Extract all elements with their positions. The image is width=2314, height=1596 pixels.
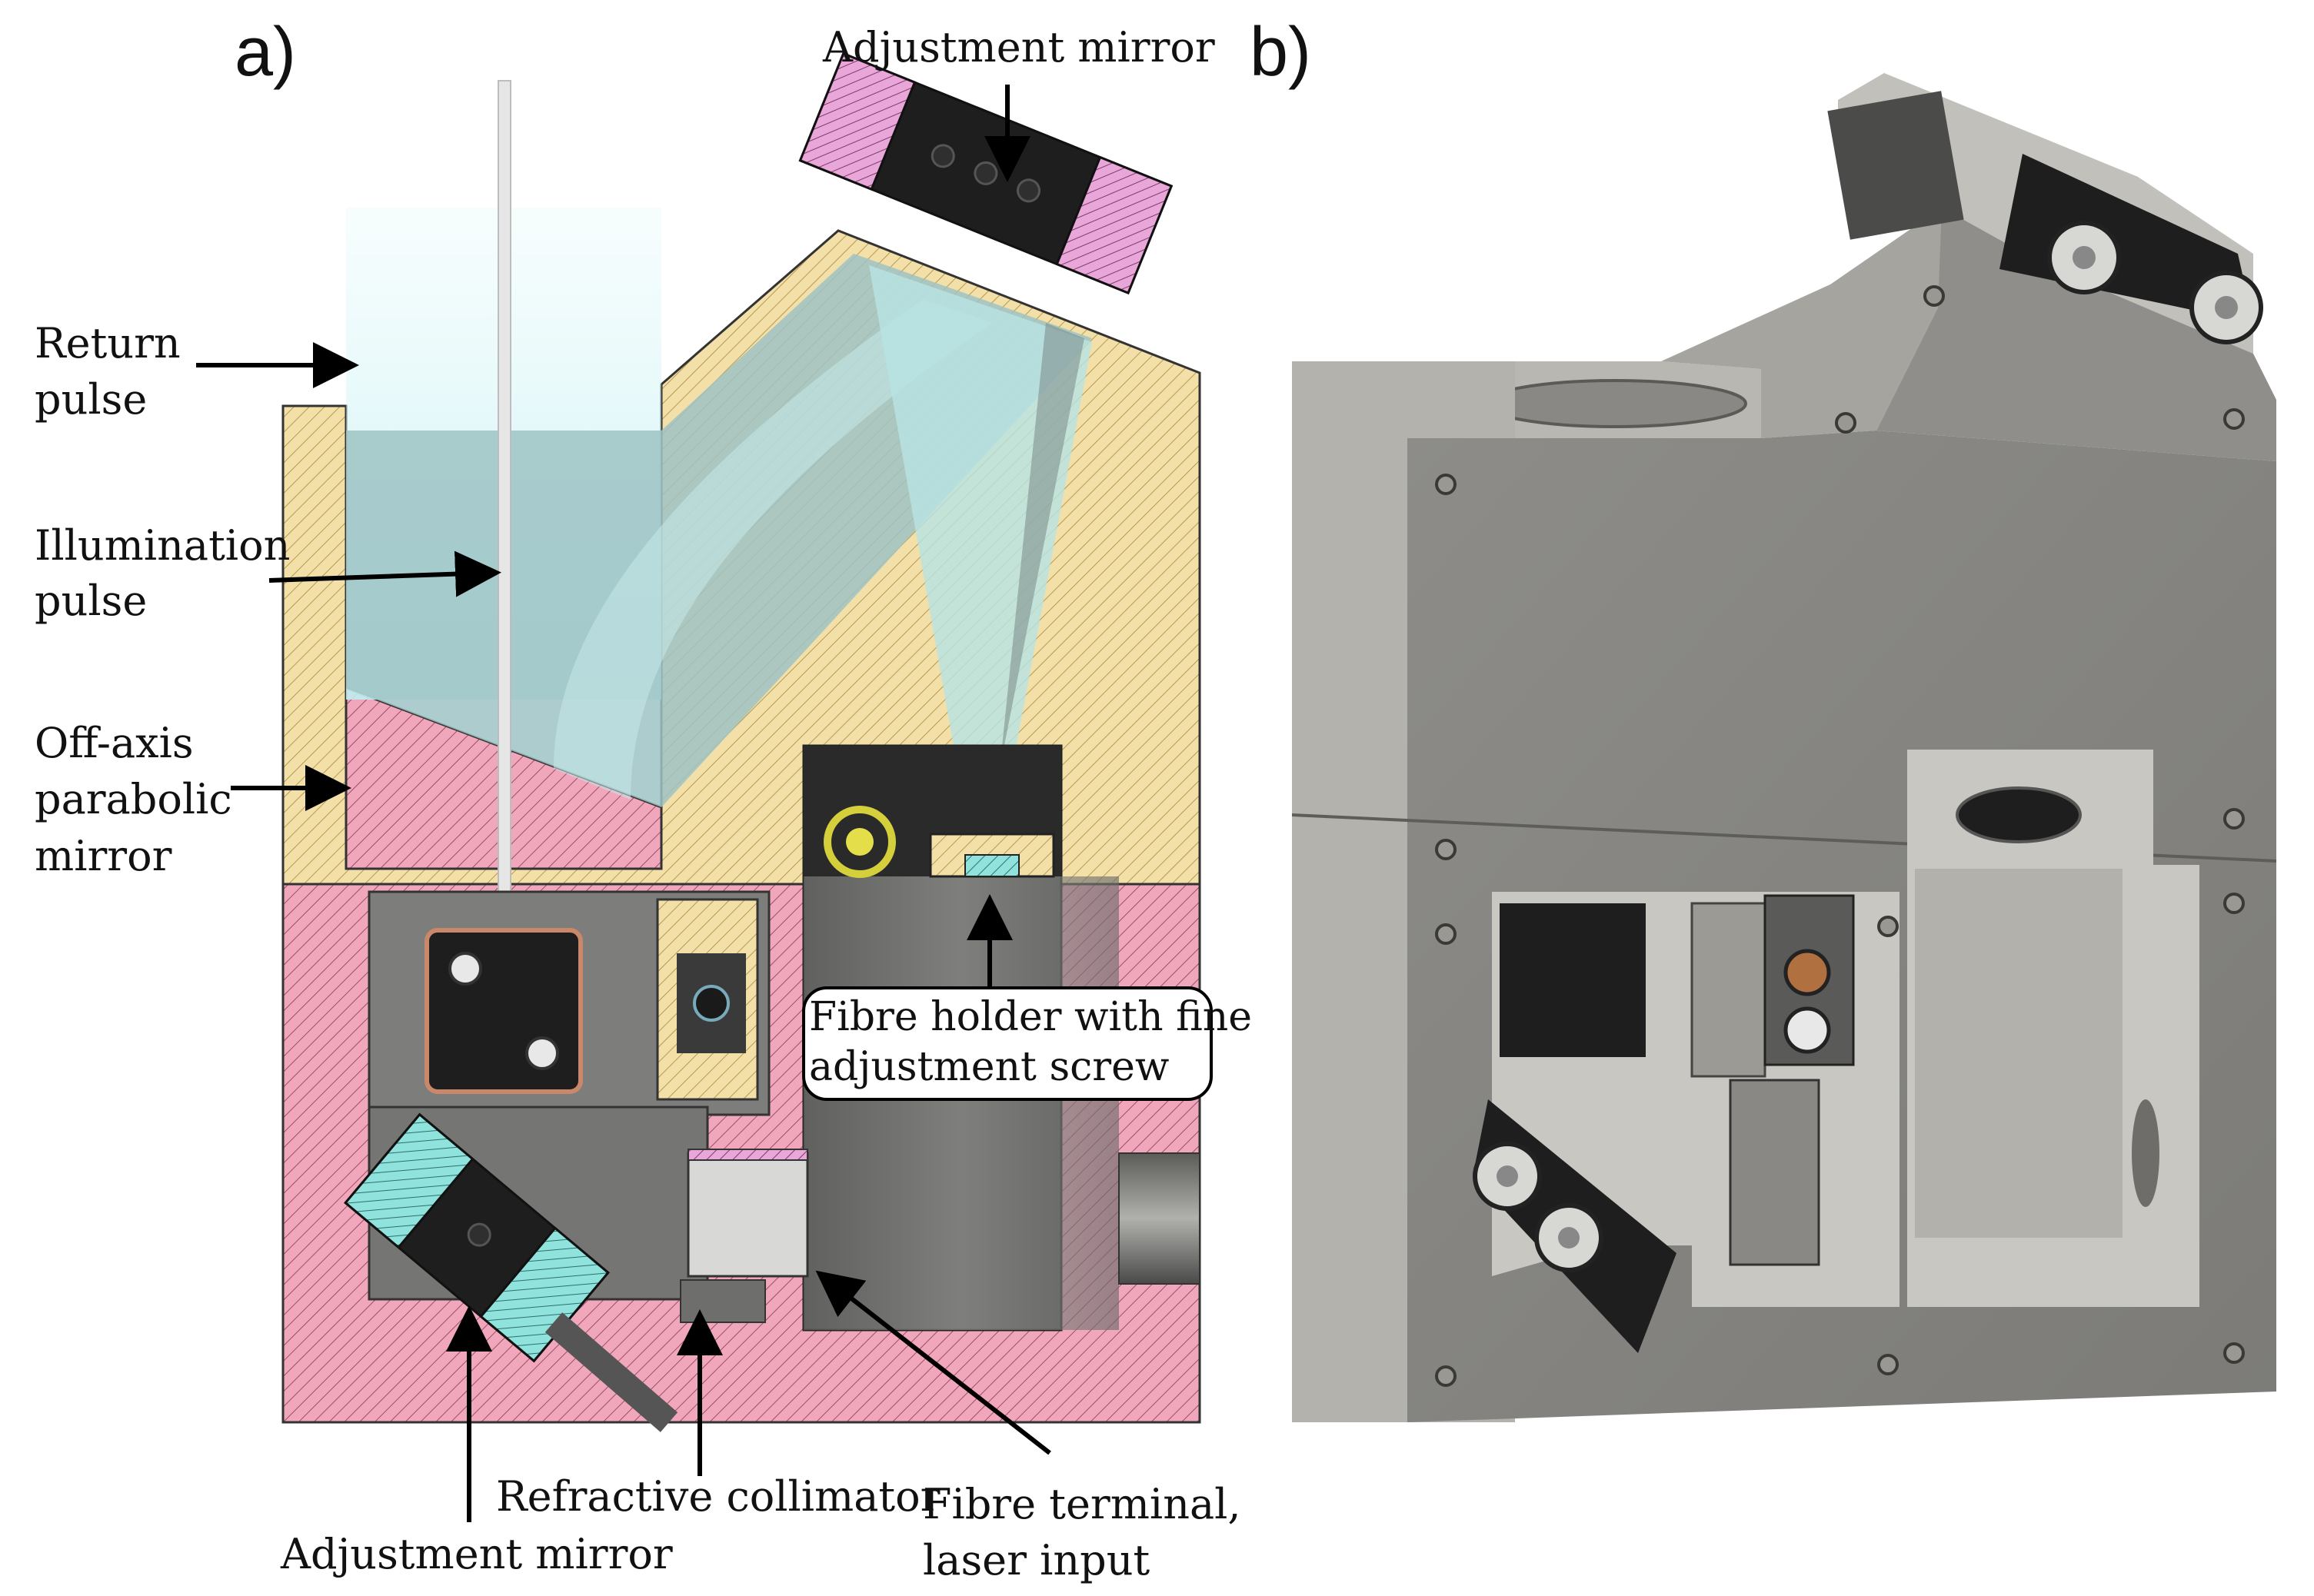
screw-hole [2223, 1342, 2245, 1364]
screw-hole [1435, 1365, 1457, 1387]
screw-hole [1923, 285, 1945, 307]
fibre-holder-callout-box [802, 986, 1213, 1101]
refractive-collimator-rim [688, 1149, 808, 1161]
focusing-cone-shadow [1000, 323, 1084, 769]
panel-a-arrows [196, 85, 1051, 1522]
label-adjustment-mirror-top: Adjustment mirror [822, 23, 1215, 71]
cavity-lens-tube [1729, 1079, 1820, 1266]
kinematic-screw-2 [525, 1036, 559, 1070]
tower-knob-1-center [2073, 246, 2096, 269]
cavity-lens-mount [1690, 902, 1766, 1078]
label-fibre-holder-line1: Fibre holder with fine [809, 994, 1252, 1040]
top-bore [1483, 379, 1747, 428]
fibre-screw-inner [846, 828, 874, 856]
panel-b-3d-render [1291, 73, 2277, 1422]
screw-hole [2223, 408, 2245, 430]
mirror-tower-face [1661, 208, 1969, 438]
fibre-holder-tip [964, 854, 1020, 877]
photodiode-connector [1783, 949, 1831, 996]
screw-hole [1877, 1354, 1899, 1375]
label-oap-line1: Off-axis [35, 719, 194, 767]
screw-hole [2223, 808, 2245, 830]
label-return-pulse-line2: pulse [35, 375, 147, 424]
label-illumination-pulse-line1: Illumination [35, 521, 290, 570]
kinematic-screw-1 [448, 952, 482, 986]
right-cavity-hole [2132, 1099, 2159, 1207]
refractive-collimator-tube [687, 1152, 809, 1278]
fibre-holder-cavity-lower [804, 876, 1119, 1330]
tower-knob-2-center [2215, 296, 2238, 319]
panel-label-b: b) [1250, 14, 1311, 91]
lower-knob-2-center [1558, 1227, 1580, 1249]
arrow-fibre-terminal [815, 1270, 1051, 1455]
cavity-camera-block [1500, 903, 1646, 1057]
bottom-adjustment-mirror-mount [344, 1112, 610, 1363]
right-cavity-lens [1956, 786, 2082, 843]
screw-hole [1435, 474, 1457, 495]
label-refractive-collimator: Refractive collimator [496, 1472, 941, 1521]
label-fibre-terminal-line2: laser input [923, 1536, 1150, 1584]
panel-a-cross-section [281, 52, 1201, 1432]
label-fibre-holder-line2: adjustment screw [809, 1044, 1169, 1090]
panel-label-a: a) [235, 14, 296, 91]
screw-hole [1877, 916, 1899, 937]
label-oap-line3: mirror [35, 832, 172, 880]
arrow-illumination-pulse [268, 550, 501, 597]
lower-knob-1-center [1497, 1165, 1518, 1187]
label-illumination-pulse-line2: pulse [35, 577, 147, 625]
label-fibre-terminal-line1: Fibre terminal, [923, 1480, 1241, 1528]
refractive-collimator-base [680, 1279, 766, 1323]
screw-hole [1435, 839, 1457, 860]
screw-hole [1435, 923, 1457, 945]
photodiode-button [1783, 1006, 1831, 1054]
kinematic-mount [425, 928, 583, 1094]
label-return-pulse-line1: Return [35, 319, 181, 367]
label-oap-line2: parabolic [35, 775, 232, 823]
right-cavity-inner [1915, 869, 2123, 1238]
label-adjustment-mirror-bottom: Adjustment mirror [280, 1530, 673, 1578]
focusing-cone [869, 265, 1092, 834]
tower-mirror-mount [1827, 91, 1964, 240]
collimator-lens-icon [693, 985, 730, 1022]
screw-hole [2223, 893, 2245, 914]
adjustment-rod [544, 1312, 678, 1432]
screw-hole [1835, 412, 1856, 434]
mirror-tower-side [1876, 208, 2276, 461]
panel-b-screw-holes [1435, 285, 2245, 1387]
fibre-terminal-cylinder [1118, 1152, 1200, 1285]
